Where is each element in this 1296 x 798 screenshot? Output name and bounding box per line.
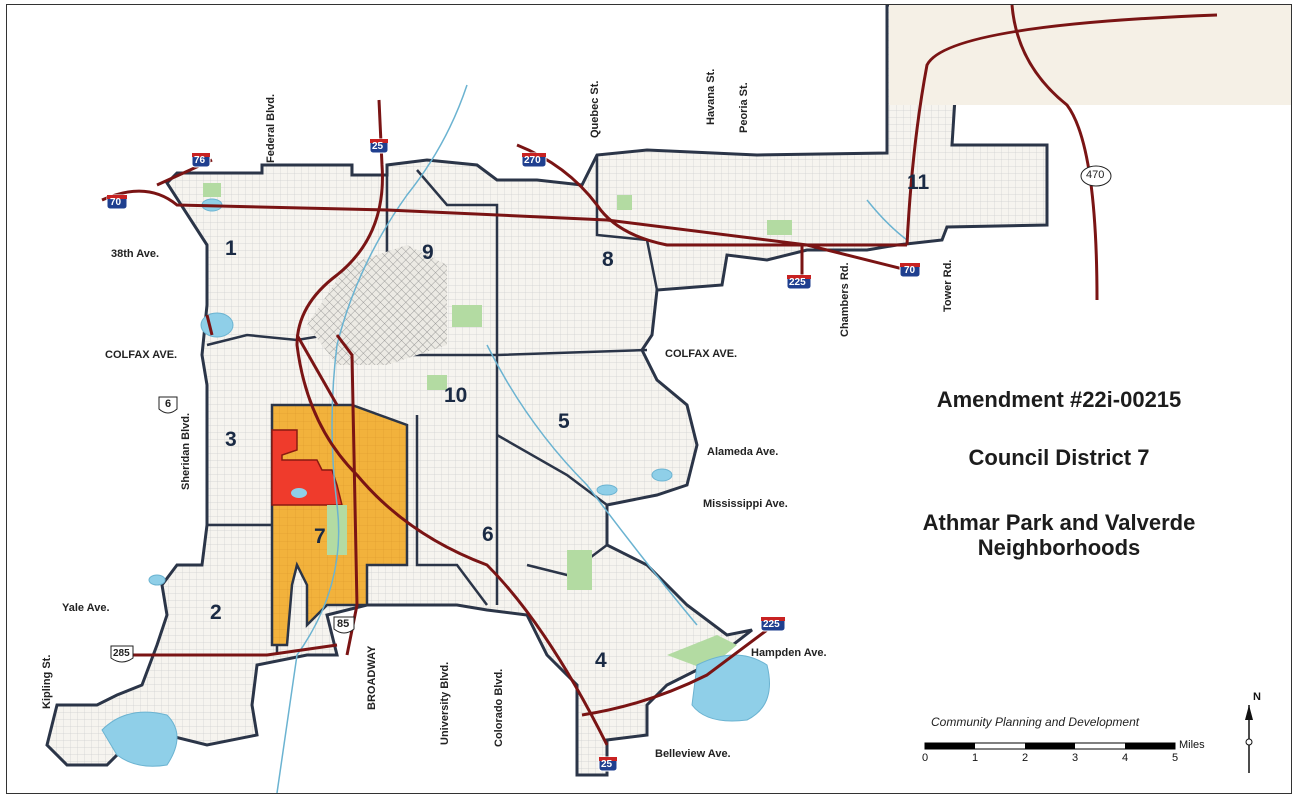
neighborhoods-title-line1: Athmar Park and Valverde (922, 510, 1196, 535)
scale-tick-3: 3 (1072, 752, 1079, 764)
district-9-label: 9 (422, 241, 434, 264)
peoria-st-label: Peoria St. (738, 82, 750, 133)
district-10-label: 10 (444, 384, 468, 407)
rivers (276, 84, 908, 793)
us6-shield-label: 6 (165, 398, 172, 410)
map-canvas (45, 5, 1291, 793)
i25n-shield-label: 25 (372, 141, 384, 152)
us470-shield-label: 470 (1086, 169, 1105, 181)
us85-shield-label: 85 (337, 618, 350, 630)
district-7-label: 7 (314, 525, 326, 548)
havana-st-label: Havana St. (705, 68, 717, 125)
yale-ave-label: Yale Ave. (62, 602, 110, 614)
i70e-shield-label: 70 (904, 265, 916, 276)
district-11-label: 11 (907, 171, 930, 194)
credit-text: Community Planning and Development (931, 715, 1140, 729)
colorado-blvd-label: Colorado Blvd. (493, 668, 505, 747)
north-label: N (1253, 691, 1261, 703)
map-frame: 76 70 25 270 225 70 470 6 85 285 225 25 … (6, 4, 1292, 794)
district-8-label: 8 (602, 248, 614, 271)
district-1-label: 1 (225, 237, 237, 260)
scale-tick-2: 2 (1022, 752, 1029, 764)
district-6-label: 6 (482, 523, 494, 546)
hampden-ave-label: Hampden Ave. (751, 647, 827, 659)
colfax-west-label: COLFAX AVE. (105, 349, 178, 361)
district-5-label: 5 (558, 410, 570, 433)
amendment-title: Amendment #22i-00215 (936, 387, 1182, 412)
scale-tick-4: 4 (1122, 752, 1129, 764)
scale-tick-0: 0 (922, 752, 929, 764)
amendment-lake (291, 488, 307, 498)
university-blvd-label: University Blvd. (439, 661, 451, 745)
chambers-rd-label: Chambers Rd. (839, 262, 851, 337)
i25s-shield-label: 25 (601, 759, 613, 770)
quebec-st-label: Quebec St. (589, 80, 601, 138)
i225s-shield-label: 225 (763, 619, 780, 630)
scale-unit: Miles (1179, 739, 1205, 751)
district-3-label: 3 (225, 428, 237, 451)
38th-ave-label: 38th Ave. (111, 248, 160, 260)
district-4-label: 4 (595, 649, 607, 672)
kipling-st-label: Kipling St. (41, 654, 53, 709)
i270-shield-label: 270 (524, 155, 541, 166)
scale-tick-5: 5 (1172, 752, 1179, 764)
district-2-label: 2 (210, 601, 222, 624)
neighborhoods-title-line2: Neighborhoods (977, 535, 1141, 560)
highway-shields (106, 138, 1112, 772)
tower-rd-label: Tower Rd. (942, 259, 954, 312)
us285-shield-label: 285 (113, 648, 130, 659)
scale-bar (924, 742, 1176, 750)
council-district-title: Council District 7 (968, 445, 1150, 470)
scale-tick-1: 1 (972, 752, 979, 764)
federal-blvd-label: Federal Blvd. (265, 93, 277, 163)
mississippi-ave-label: Mississippi Ave. (703, 498, 788, 510)
broadway-label: BROADWAY (366, 645, 378, 710)
i76-shield-label: 76 (194, 155, 206, 166)
i225n-shield-label: 225 (789, 277, 806, 288)
alameda-ave-label: Alameda Ave. (707, 446, 779, 458)
colfax-east-label: COLFAX AVE. (665, 348, 738, 360)
parks (203, 183, 792, 670)
belleview-ave-label: Belleview Ave. (655, 748, 731, 760)
airport-area (889, 5, 1291, 105)
i70w-shield-label: 70 (110, 197, 122, 208)
sheridan-blvd-label: Sheridan Blvd. (180, 412, 192, 490)
north-arrow-icon (1245, 705, 1253, 773)
downtown-grid (307, 245, 447, 365)
